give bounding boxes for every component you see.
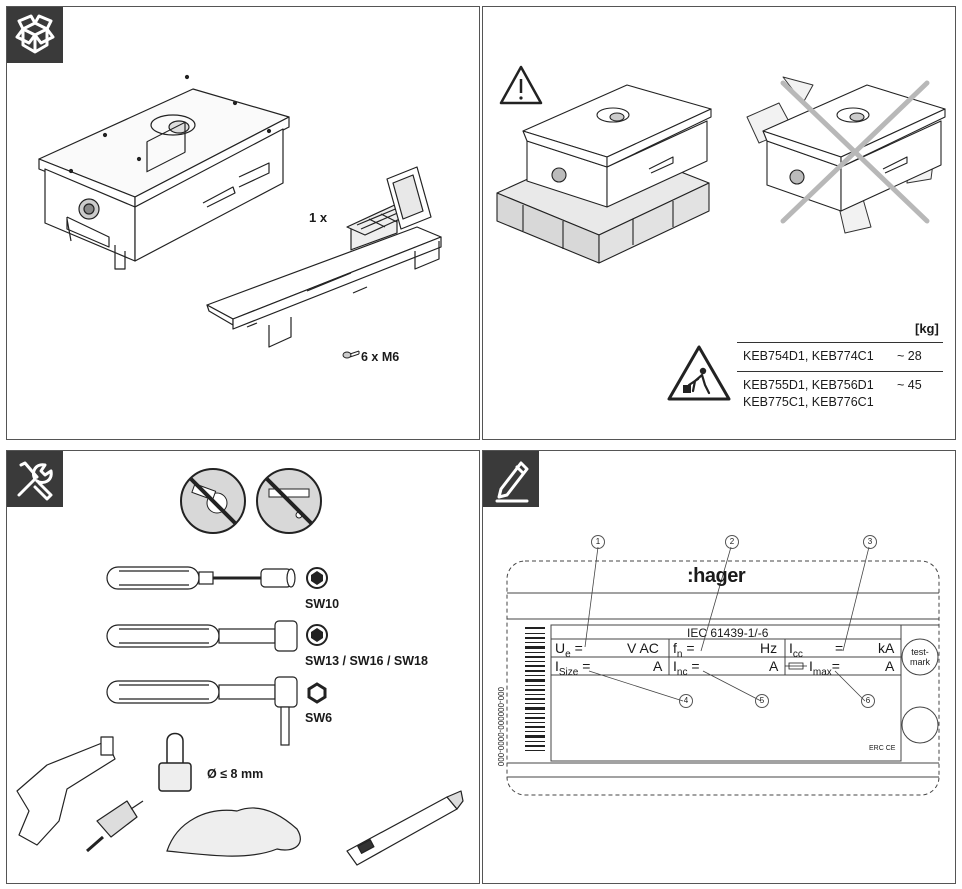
screws-label: 6 x M6 — [361, 350, 400, 364]
row2-models-line2: KEB775C1, KEB776C1 — [743, 395, 874, 409]
panel-transport: [kg] KEB754D1, KEB774C1 ~ 28 KEB755D1, K… — [482, 6, 956, 440]
transport-illustration — [496, 65, 946, 401]
hager-logo: :hager — [687, 565, 746, 587]
isize-unit: A — [653, 658, 663, 674]
callout-6: 6 — [861, 694, 875, 708]
icc-eq: = — [835, 640, 844, 656]
weight-unit-header: [kg] — [915, 321, 939, 336]
no-grinder-icon — [180, 468, 246, 534]
imax-field: Imax= — [809, 658, 840, 678]
barcode-number: 000-000000-0000-000 — [496, 687, 505, 767]
icc-field: Icc — [789, 640, 803, 660]
ue-unit: V AC — [627, 640, 659, 656]
inc-unit: A — [769, 658, 779, 674]
nameplate-drawing — [506, 546, 940, 796]
row1-models: KEB754D1, KEB774C1 — [743, 349, 874, 363]
callout-3: 3 — [863, 535, 877, 549]
icc-unit: kA — [878, 640, 895, 656]
row1-weight: ~ 28 — [897, 349, 922, 363]
row2-weight: ~ 45 — [897, 378, 922, 392]
callout-5: 5 — [755, 694, 769, 708]
inc-field: Inc = — [673, 658, 700, 678]
sw6-label: SW6 — [305, 711, 333, 725]
box-icon — [15, 14, 55, 54]
cross-out-icon — [780, 80, 930, 224]
box-icon-badge — [7, 7, 63, 63]
ue-field: Ue = — [555, 640, 583, 660]
wrench-screwdriver-icon — [17, 461, 53, 501]
standard-label: IEC 61439-1/-6 — [687, 626, 769, 640]
conformity-marks: ERC CE — [869, 745, 896, 752]
imax-unit: A — [885, 658, 895, 674]
table-mid-rule — [737, 371, 943, 372]
no-drill-saw-icon — [256, 468, 322, 534]
pen-icon — [495, 461, 529, 503]
isize-field: ISize = — [555, 658, 591, 678]
callout-1: 1 — [591, 535, 605, 549]
panel-tools: SW10 SW13 / SW16 / SW18 SW6 Ø ≤ 8 mm — [6, 450, 480, 884]
callout-4: 4 — [679, 694, 693, 708]
row2-models-line1: KEB755D1, KEB756D1 — [743, 378, 874, 392]
unpacking-illustration — [38, 74, 442, 359]
pen-icon-badge — [483, 451, 539, 507]
sw10-label: SW10 — [305, 597, 340, 611]
plate-qty-label: 1 x — [309, 210, 328, 225]
fn-field: fn = — [673, 640, 695, 660]
sw13-label: SW13 / SW16 / SW18 — [305, 654, 428, 668]
warning-icon — [499, 65, 543, 105]
panel-nameplate: 1 2 3 4 5 6 :hager IEC 61439-1/-6 Ue = V… — [482, 450, 956, 884]
diameter-label: Ø ≤ 8 mm — [207, 767, 264, 781]
testmark-label: test- mark — [910, 647, 930, 667]
tools-icon-badge — [7, 451, 63, 507]
table-top-rule — [737, 342, 943, 343]
callout-2: 2 — [725, 535, 739, 549]
fn-unit: Hz — [760, 640, 778, 656]
tools-illustration — [16, 468, 464, 866]
heavy-load-warning-icon — [667, 345, 731, 401]
panel-unpacking: 1 x 6 x M6 — [6, 6, 480, 440]
